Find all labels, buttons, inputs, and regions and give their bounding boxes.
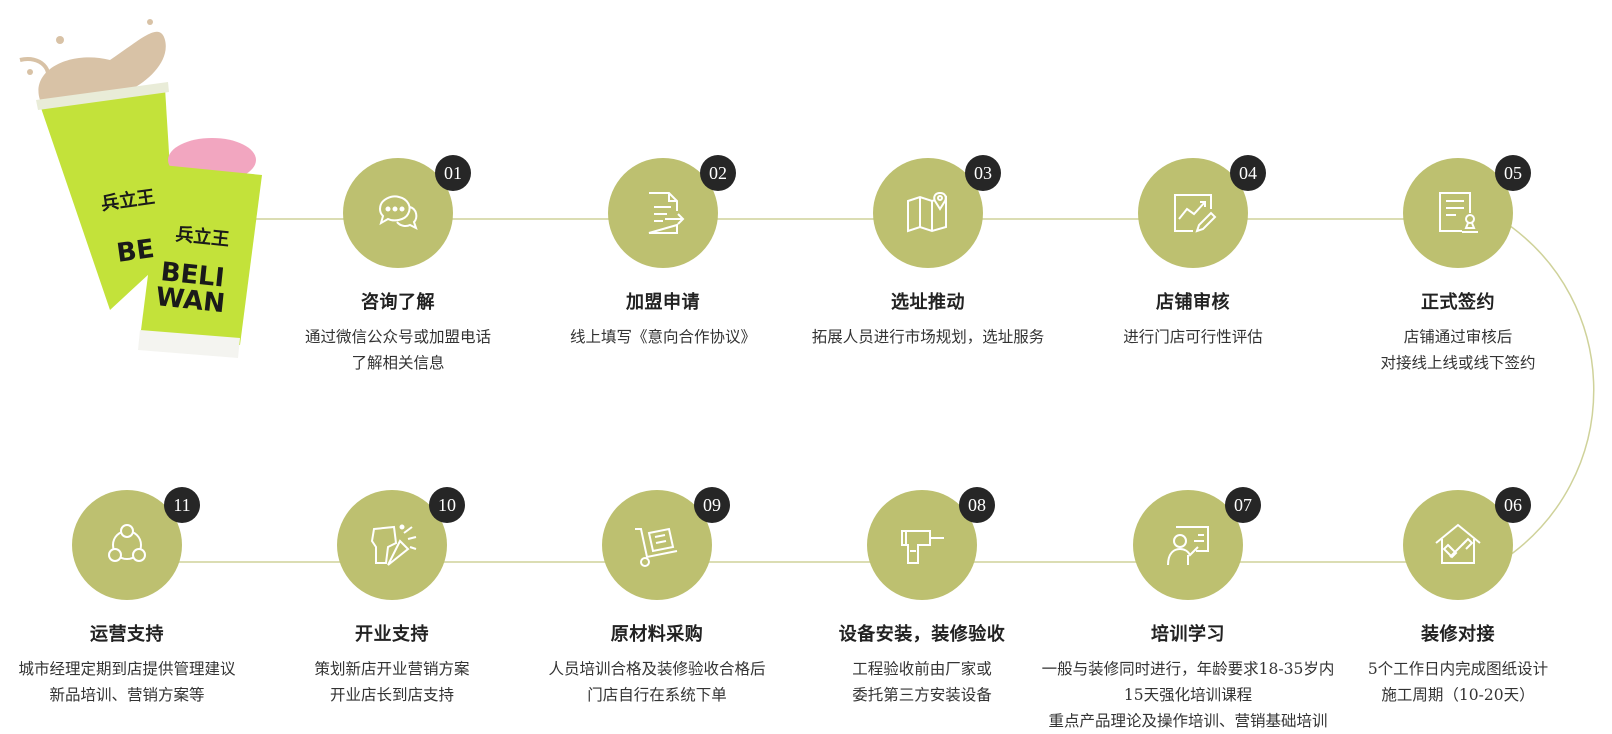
step-03-circle: 03 [873, 155, 1001, 268]
step-10-title: 开业支持 [355, 624, 429, 645]
step-09-desc-line: 门店自行在系统下单 [587, 686, 727, 704]
step-03-desc-line: 拓展人员进行市场规划，选址服务 [811, 328, 1045, 346]
step-04-description: 进行门店可行性评估 [1043, 324, 1343, 350]
step-10-circle: 10 [337, 487, 465, 600]
step-05-desc-line: 店铺通过审核后 [1403, 328, 1513, 346]
step-02-description: 线上填写《意向合作协议》 [513, 324, 813, 350]
step-09-desc-line: 人员培训合格及装修验收合格后 [548, 660, 766, 678]
chart-edit-icon [1174, 194, 1217, 233]
step-02-title: 加盟申请 [626, 292, 700, 313]
step-06-circle: 06 [1403, 487, 1531, 600]
step-05-desc-line: 对接线上线或线下签约 [1380, 354, 1536, 372]
step-02-number: 02 [700, 155, 736, 191]
step-10-desc-line: 开业店长到店支持 [329, 686, 454, 704]
milk-tea-cups-illustration: 兵立王 兵立王 BE BELI WAN [19, 19, 262, 358]
svg-text:WAN: WAN [154, 282, 226, 319]
step-03-description: 拓展人员进行市场规划，选址服务 [778, 324, 1078, 350]
contract-stamp-icon [1439, 192, 1478, 233]
step-10-description: 策划新店开业营销方案 开业店长到店支持 [242, 656, 542, 708]
svg-text:BELI: BELI [159, 257, 226, 294]
step-04-title: 店铺审核 [1156, 292, 1230, 313]
step-10-desc-line: 策划新店开业营销方案 [314, 660, 470, 678]
step-06-number: 06 [1495, 487, 1531, 523]
step-09: 09 原材料采购 人员培训合格及装修验收合格后 门店自行在系统下单 [507, 487, 807, 708]
step-04: 04 店铺审核 进行门店可行性评估 [1043, 155, 1343, 350]
step-08-desc-line: 工程验收前由厂家或 [852, 660, 992, 678]
chat-bubbles-icon [378, 195, 418, 230]
step-09-description: 人员培训合格及装修验收合格后 门店自行在系统下单 [507, 656, 807, 708]
step-03: 03 选址推动 拓展人员进行市场规划，选址服务 [778, 155, 1078, 350]
svg-text:BE: BE [115, 234, 156, 269]
step-01-desc-line: 通过微信公众号或加盟电话 [304, 328, 491, 346]
step-01: 01 咨询了解 通过微信公众号或加盟电话 了解相关信息 [248, 155, 548, 376]
step-11-number: 11 [164, 487, 200, 523]
step-05: 05 正式签约 店铺通过审核后 对接线上线或线下签约 [1308, 155, 1608, 376]
step-08-desc-line: 委托第三方安装设备 [852, 686, 992, 704]
step-03-title: 选址推动 [891, 292, 965, 313]
step-09-circle: 09 [602, 487, 730, 600]
step-08-title: 设备安装，装修验收 [838, 624, 1006, 645]
step-11-desc-line: 新品培训、营销方案等 [49, 686, 205, 704]
step-11: 11 运营支持 城市经理定期到店提供管理建议 新品培训、营销方案等 [0, 487, 277, 708]
presentation-icon [1167, 526, 1209, 566]
step-07-description: 一般与装修同时进行，年龄要求18-35岁内 15天强化培训课程 重点产品理论及操… [1038, 656, 1338, 734]
hand-truck-icon [635, 527, 678, 567]
drill-icon [901, 530, 944, 564]
step-11-title: 运营支持 [90, 624, 164, 645]
step-08-description: 工程验收前由厂家或 委托第三方安装设备 [772, 656, 1072, 708]
step-08: 08 设备安装，装修验收 工程验收前由厂家或 委托第三方安装设备 [772, 487, 1072, 708]
step-01-number: 01 [435, 155, 471, 191]
step-02: 02 加盟申请 线上填写《意向合作协议》 [513, 155, 813, 350]
step-08-number: 08 [959, 487, 995, 523]
map-pin-icon [907, 191, 947, 233]
step-01-desc-line: 了解相关信息 [351, 354, 445, 372]
step-09-title: 原材料采购 [610, 624, 704, 645]
step-05-circle: 05 [1403, 155, 1531, 268]
document-arrow-icon [648, 192, 685, 234]
step-05-title: 正式签约 [1421, 292, 1495, 313]
step-01-description: 通过微信公众号或加盟电话 了解相关信息 [248, 324, 548, 376]
party-popper-icon [370, 524, 417, 566]
step-11-desc-line: 城市经理定期到店提供管理建议 [18, 660, 236, 678]
step-07-desc-line: 15天强化培训课程 [1123, 686, 1253, 704]
step-05-description: 店铺通过审核后 对接线上线或线下签约 [1308, 324, 1608, 376]
step-08-circle: 08 [867, 487, 995, 600]
step-07-desc-line: 一般与装修同时进行，年龄要求18-35岁内 [1041, 660, 1335, 678]
step-07-circle: 07 [1133, 487, 1261, 600]
step-05-number: 05 [1495, 155, 1531, 191]
step-04-desc-line: 进行门店可行性评估 [1123, 328, 1263, 346]
step-11-circle: 11 [72, 487, 200, 600]
step-04-number: 04 [1230, 155, 1266, 191]
step-06-description: 5个工作日内完成图纸设计 施工周期（10-20天） [1308, 656, 1608, 708]
step-03-number: 03 [965, 155, 1001, 191]
step-02-circle: 02 [608, 155, 736, 268]
step-10: 10 开业支持 策划新店开业营销方案 开业店长到店支持 [242, 487, 542, 708]
team-network-icon [108, 524, 146, 562]
step-06-desc-line: 5个工作日内完成图纸设计 [1367, 660, 1549, 678]
step-07-title: 培训学习 [1151, 624, 1225, 645]
step-07-desc-line: 重点产品理论及操作培训、营销基础培训 [1048, 712, 1328, 730]
step-10-number: 10 [429, 487, 465, 523]
step-07-number: 07 [1225, 487, 1261, 523]
step-09-number: 09 [694, 487, 730, 523]
step-11-description: 城市经理定期到店提供管理建议 新品培训、营销方案等 [0, 656, 277, 708]
step-01-circle: 01 [343, 155, 471, 268]
step-04-circle: 04 [1138, 155, 1266, 268]
step-06-title: 装修对接 [1421, 624, 1495, 645]
step-07: 07 培训学习 一般与装修同时进行，年龄要求18-35岁内 15天强化培训课程 … [1038, 487, 1338, 734]
step-02-desc-line: 线上填写《意向合作协议》 [569, 328, 756, 346]
step-06: 06 装修对接 5个工作日内完成图纸设计 施工周期（10-20天） [1308, 487, 1608, 708]
house-tools-icon [1435, 523, 1481, 564]
step-01-title: 咨询了解 [361, 292, 435, 313]
step-06-desc-line: 施工周期（10-20天） [1381, 686, 1535, 704]
